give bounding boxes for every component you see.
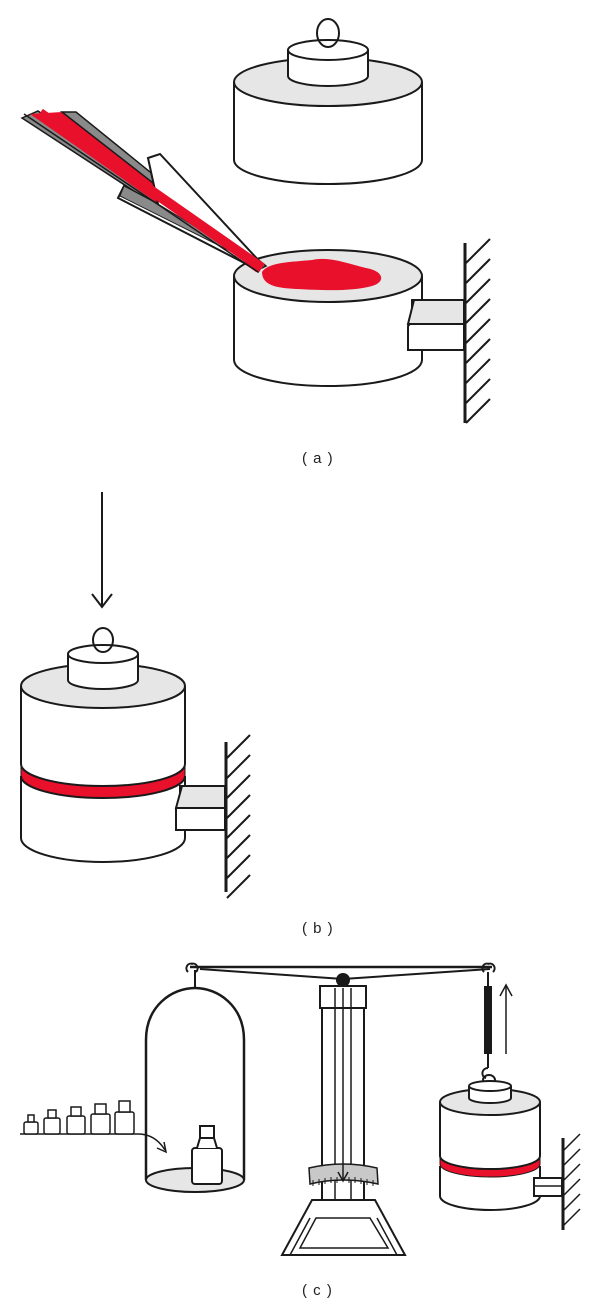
knob-ring [316,18,340,48]
wall-bracket [533,1177,563,1197]
lower-cylinder [439,1166,541,1211]
bell-jar [144,970,246,1193]
panel-label-c: ( c ) [302,1282,333,1299]
panel-a [20,18,491,424]
spring-scale [481,972,496,1086]
up-arrow [499,983,513,1054]
panel-b [20,492,251,899]
knob-ring [92,627,114,653]
wall-bracket [174,785,226,831]
upper-cylinder [233,18,423,185]
adhesive-drop [262,258,382,291]
wall-hatching [463,238,491,424]
lower-cylinder [20,776,186,863]
down-arrow [91,492,113,609]
weights-row [20,1100,168,1154]
upper-cylinder [20,627,186,787]
weight-in-jar [191,1125,223,1185]
wall-bracket [406,299,465,351]
lower-cylinder [233,249,423,387]
applicator-pipette [20,108,268,274]
upper-cylinder [439,1080,541,1170]
balance-beam [185,962,496,987]
wall-hatching [561,1133,581,1230]
panel-c [20,962,581,1256]
pivot [336,973,350,987]
wall-hatching [224,734,251,899]
panel-label-b: ( b ) [302,920,334,937]
scale-dial [308,988,379,1186]
panel-label-a: ( a ) [302,450,334,467]
